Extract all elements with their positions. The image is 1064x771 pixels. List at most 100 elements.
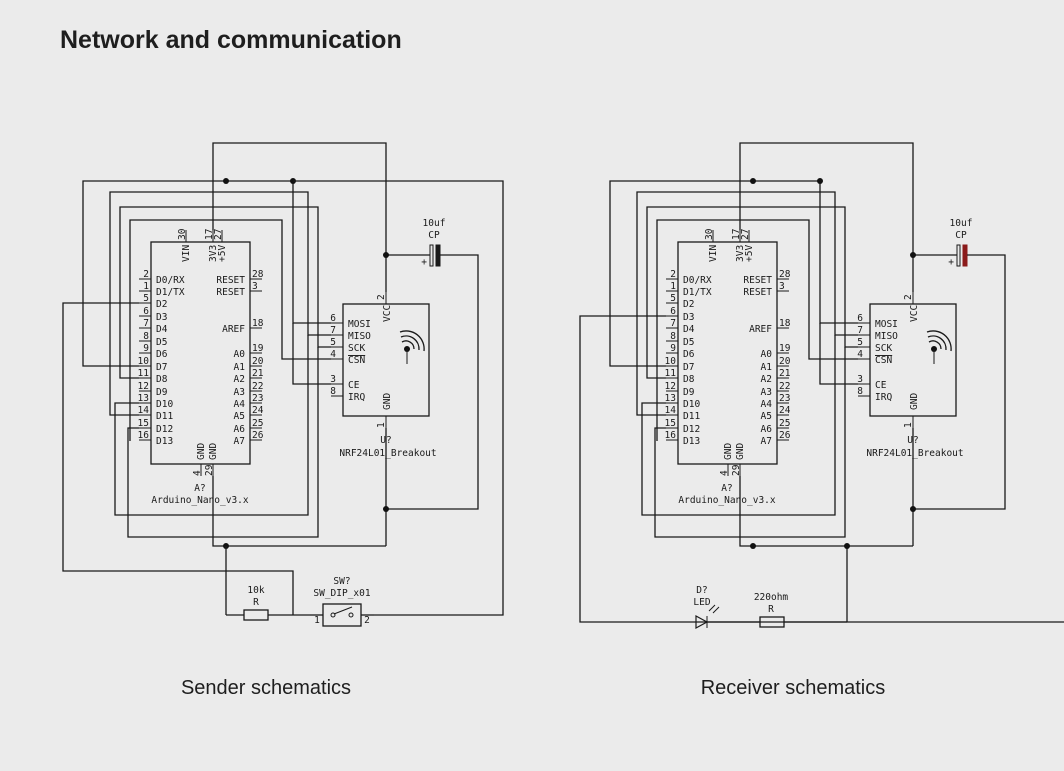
arduino-pin-number: 23 xyxy=(252,393,263,404)
arduino-pin-name: GND xyxy=(196,443,207,460)
arduino-pin-name: A2 xyxy=(234,374,245,385)
arduino-pin-number: 19 xyxy=(779,343,791,354)
capacitor-value: 10uf xyxy=(423,218,446,229)
arduino-pin-name: VIN xyxy=(181,245,192,262)
switch-pin-number: 1 xyxy=(314,615,320,626)
nrf-pin-name: CSN xyxy=(348,355,365,366)
arduino-pin-name: A7 xyxy=(761,436,772,447)
wire xyxy=(127,347,319,538)
nrf-pin-number: 7 xyxy=(330,325,336,336)
resistor-value: 10k xyxy=(247,585,264,596)
arduino-pin-number: 8 xyxy=(143,331,149,342)
arduino-pin-name: D4 xyxy=(156,324,168,335)
led-icon xyxy=(695,614,709,630)
arduino-pin-name: D3 xyxy=(156,312,167,323)
arduino-pin-number: 20 xyxy=(779,356,791,367)
arduino-pin-name: A1 xyxy=(761,362,773,373)
arduino-pin-name: D10 xyxy=(683,399,700,410)
arduino-pin-name: D2 xyxy=(683,299,694,310)
switch-reference: SW? xyxy=(333,576,350,587)
arduino-pin-number: 20 xyxy=(252,356,264,367)
arduino-pin-name: A6 xyxy=(234,424,246,435)
schematic-caption: Sender schematics xyxy=(181,677,351,699)
arduino-pin-name: A3 xyxy=(234,387,245,398)
arduino-pin-name: D10 xyxy=(156,399,173,410)
wire xyxy=(82,180,226,367)
wire xyxy=(646,206,858,379)
capacitor-plate xyxy=(429,244,434,267)
resistor-value: 220ohm xyxy=(754,592,789,603)
nrf-pin-name: CSN xyxy=(875,355,892,366)
arduino-nano: 2D0/RX1D1/TX5D26D37D48D59D610D711D812D91… xyxy=(665,228,791,506)
wire xyxy=(293,180,504,616)
nrf-value: NRF24L01_Breakout xyxy=(339,448,436,459)
wire xyxy=(386,254,479,510)
antenna-icon xyxy=(926,330,952,364)
nrf-pin-name: GND xyxy=(909,393,920,410)
arduino-pin-name: GND xyxy=(723,443,734,460)
capacitor-reference: CP xyxy=(955,230,967,241)
arduino-pin-name: AREF xyxy=(749,324,772,335)
arduino-pin-name: D4 xyxy=(683,324,695,335)
arduino-pin-name: D3 xyxy=(683,312,694,323)
arduino-pin-name: D7 xyxy=(156,362,167,373)
nrf-pin-name: VCC xyxy=(382,305,393,322)
arduino-pin-name: D9 xyxy=(683,387,695,398)
switch-body xyxy=(322,603,362,627)
arduino-pin-number: 15 xyxy=(665,418,676,429)
arduino-pin-name: D5 xyxy=(156,337,167,348)
arduino-pin-number: 17 xyxy=(731,229,742,240)
wire xyxy=(739,476,913,547)
arduino-pin-name: GND xyxy=(735,443,746,460)
nrf-pin-name: MISO xyxy=(348,331,371,342)
led-reference: D? xyxy=(696,585,707,596)
junction-dot xyxy=(223,178,229,184)
capacitor-plus-sign: + xyxy=(421,257,427,268)
arduino-pin-name: A0 xyxy=(761,349,773,360)
arduino-value: Arduino_Nano_v3.x xyxy=(678,495,776,506)
arduino-pin-number: 23 xyxy=(779,393,790,404)
antenna-wave xyxy=(926,330,952,352)
page-title: Network and communication xyxy=(60,26,402,54)
nrf-pin-name: MOSI xyxy=(875,319,898,330)
nrf24l01-module: 6MOSI7MISO5SCK4CSN3CE8IRQ2VCCGND1U?NRF24… xyxy=(330,292,437,459)
wire xyxy=(62,302,294,615)
arduino-pin-number: 16 xyxy=(665,430,677,441)
arduino-pin-number: 1 xyxy=(143,281,149,292)
wire xyxy=(609,180,753,367)
antenna-wave xyxy=(399,330,425,352)
wire xyxy=(656,219,858,441)
nrf-pin-number: 2 xyxy=(376,294,387,300)
arduino-pin-number: 5 xyxy=(670,293,676,304)
arduino-reference: A? xyxy=(194,483,205,494)
arduino-pin-name: A3 xyxy=(761,387,772,398)
arduino-pin-number: 14 xyxy=(138,405,150,416)
arduino-pin-number: 18 xyxy=(779,318,791,329)
switch-contact xyxy=(330,612,336,618)
arduino-pin-name: +5V xyxy=(217,245,228,262)
arduino-pin-number: 3 xyxy=(252,281,258,292)
arduino-pin-number: 14 xyxy=(665,405,677,416)
arduino-pin-name: 3V3 xyxy=(735,245,746,262)
junction-dot xyxy=(817,178,823,184)
arduino-pin-number: 30 xyxy=(704,228,715,240)
arduino-pin-number: 28 xyxy=(252,269,264,280)
antenna-wave xyxy=(927,335,947,351)
nrf-pin-number: 5 xyxy=(330,337,336,348)
antenna-wave xyxy=(401,340,415,350)
nrf-pin-name: IRQ xyxy=(348,392,365,403)
arduino-pin-number: 27 xyxy=(213,229,224,240)
arduino-pin-number: 13 xyxy=(665,393,676,404)
arduino-pin-number: 22 xyxy=(779,381,790,392)
junction-dot xyxy=(910,252,916,258)
resistor-reference: R xyxy=(253,597,259,608)
arduino-pin-number: 16 xyxy=(138,430,150,441)
arduino-pin-name: D5 xyxy=(683,337,694,348)
led-light-arrow xyxy=(712,606,720,614)
nrf-pin-number: 3 xyxy=(857,374,863,385)
arduino-pin-name: D12 xyxy=(683,424,700,435)
wire xyxy=(641,335,836,516)
nrf-pin-name: MISO xyxy=(875,331,898,342)
